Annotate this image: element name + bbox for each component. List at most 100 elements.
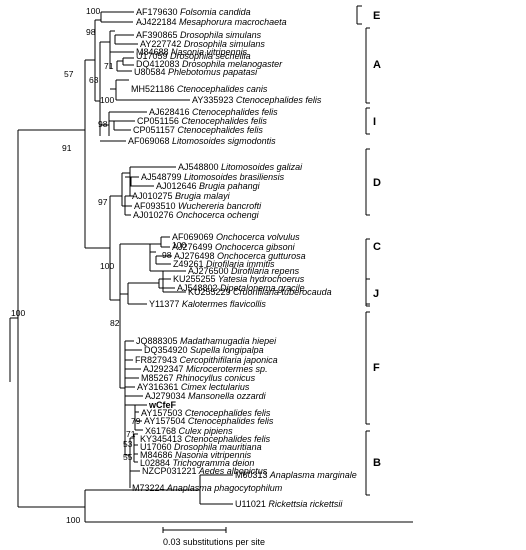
- taxon-accession: AF069068: [128, 136, 170, 146]
- taxon-label: AY157504 Ctenocephalides felis: [144, 416, 274, 426]
- taxon-species: Mesaphorura macrochaeta: [177, 17, 287, 27]
- taxon-species: Wuchereria bancrofti: [176, 201, 263, 211]
- taxon-accession: AF093510: [134, 201, 176, 211]
- taxon-accession: AY335923: [192, 95, 233, 105]
- taxon-species: Ctenocephalides felis: [182, 408, 271, 418]
- taxon-accession: U17060: [140, 442, 172, 452]
- taxon-accession: AJ279034: [145, 391, 186, 401]
- support-value: 63: [89, 75, 99, 85]
- taxon-species: Supella longipalpa: [188, 345, 264, 355]
- taxon-accession: AJ276500: [188, 266, 229, 276]
- support-value: 97: [98, 197, 108, 207]
- taxon-accession: U80584: [134, 67, 166, 77]
- group-label-c: C: [373, 241, 381, 253]
- taxon-species: Rickettsia rickettsii: [266, 499, 344, 509]
- taxon-accession: KY345413: [140, 434, 182, 444]
- support-value: 53: [123, 439, 133, 449]
- taxon-species: Anaplasma phagocytophilum: [165, 483, 283, 493]
- scale-bar-label: 0.03 substitutions per site: [163, 537, 265, 547]
- taxon-accession: KU255229: [188, 287, 231, 297]
- taxon-label: AF179630 Folsomia candida: [136, 7, 251, 17]
- taxon-label: M84688 Nasonia vitripennis: [136, 47, 248, 57]
- taxon-label: DQ354920 Supella longipalpa: [144, 345, 264, 355]
- taxon-species: Onchocerca volvulus: [214, 232, 301, 242]
- taxon-species: Ctenocephalides felis: [179, 116, 268, 126]
- taxon-species: Onchocerca gutturosa: [215, 251, 306, 261]
- taxon-accession: AJ628416: [149, 107, 190, 117]
- taxon-species: Brugia malayi: [173, 191, 231, 201]
- taxon-accession: M84688: [136, 47, 169, 57]
- taxon-species: Dirofilaria immitis: [204, 259, 276, 269]
- support-value: 98: [162, 250, 172, 260]
- taxon-label: NZCP031221 Aedes albopictus: [142, 466, 268, 476]
- taxon-species: Nasonia vitripennis: [173, 450, 252, 460]
- taxon-species: Microcerotermes sp.: [184, 364, 268, 374]
- taxon-accession: AY157504: [144, 416, 185, 426]
- taxon-species: Folsomia candida: [178, 7, 251, 17]
- group-brackets: [356, 5, 370, 496]
- taxon-accession: MH521186: [131, 84, 174, 94]
- taxon-label: wCfeF: [148, 400, 177, 410]
- support-value: 100: [11, 308, 25, 318]
- taxon-accession: wCfeF: [148, 400, 177, 410]
- taxon-label: U11021 Rickettsia rickettsii: [235, 499, 343, 509]
- taxon-species: Ctenocephalides felis: [185, 416, 274, 426]
- support-value: 57: [64, 69, 74, 79]
- taxon-accession: DQ354920: [144, 345, 188, 355]
- taxon-accession: DQ412083: [136, 59, 180, 69]
- taxon-accession: AJ548802: [177, 283, 218, 293]
- taxon-label: AJ548799 Litomosoides brasiliensis: [141, 172, 285, 182]
- taxon-label: M60313 Anaplasma marginale: [235, 470, 357, 480]
- taxon-accession: AY316361: [137, 382, 178, 392]
- taxon-label: CP051157 Ctenocephalides felis: [133, 125, 263, 135]
- taxon-label: AY335923 Ctenocephalides felis: [192, 95, 322, 105]
- taxon-label: AJ548800 Litomosoides galizai: [178, 162, 303, 172]
- taxon-accession: AJ548799: [141, 172, 182, 182]
- taxon-accession: M73224: [132, 483, 165, 493]
- taxon-accession: NZCP031221: [142, 466, 197, 476]
- taxon-species: Ctenocephalides felis: [233, 95, 322, 105]
- group-label-e: E: [373, 10, 380, 22]
- taxon-label: AF390865 Drosophila simulans: [136, 30, 262, 40]
- taxon-label: AF069068 Litomosoides sigmodontis: [128, 136, 276, 146]
- taxon-accession: M84686: [140, 450, 173, 460]
- taxon-species: Litomosoides sigmodontis: [170, 136, 277, 146]
- taxon-label: M85267 Rhinocyllus conicus: [141, 373, 256, 383]
- taxon-accession: AJ012646: [156, 181, 197, 191]
- support-value: 79: [131, 416, 141, 426]
- taxon-label: AJ276500 Dirofilaria repens: [188, 266, 300, 276]
- taxon-accession: JQ888305: [136, 336, 178, 346]
- taxon-species: Onchocerca ochengi: [174, 210, 260, 220]
- taxon-species: Cimex lectularius: [178, 382, 250, 392]
- taxon-accession: AJ292347: [143, 364, 184, 374]
- taxon-label: AJ548802 Dipetalonema gracile: [177, 283, 305, 293]
- taxon-label: AJ276499 Onchocerca gibsoni: [172, 242, 296, 252]
- taxon-label: Z49261 Dirofilaria immitis: [173, 259, 275, 269]
- support-value: 82: [110, 318, 120, 328]
- support-value: 71: [126, 429, 136, 439]
- taxon-species: Trichogramma deion: [170, 458, 254, 468]
- taxon-label: AJ010276 Onchocerca ochengi: [133, 210, 260, 220]
- taxon-accession: U17059: [136, 51, 168, 61]
- bootstrap-values: 100 98 57 63 71 100 98 91 97 100 98 100 …: [11, 6, 186, 525]
- taxon-species: Brugia pahangi: [197, 181, 261, 191]
- taxon-label: AJ010275 Brugia malayi: [132, 191, 231, 201]
- taxon-species: Nasonia vitripennis: [169, 47, 248, 57]
- taxon-label: M73224 Anaplasma phagocytophilum: [132, 483, 283, 493]
- taxon-species: Drosophila sechellia: [168, 51, 251, 61]
- taxon-accession: Y11377: [149, 299, 179, 309]
- taxon-label: AJ292347 Microcerotermes sp.: [143, 364, 268, 374]
- scale-bar: 0.03 substitutions per site: [162, 527, 265, 547]
- taxon-label: M84686 Nasonia vitripennis: [140, 450, 252, 460]
- taxon-label: U17059 Drosophila sechellia: [136, 51, 251, 61]
- taxon-accession: KU255255: [173, 274, 216, 284]
- support-value: 100: [66, 515, 80, 525]
- support-value: 55: [123, 452, 133, 462]
- taxon-label: AJ422184 Mesaphorura macrochaeta: [136, 17, 287, 27]
- taxon-accession: AJ276499: [172, 242, 213, 252]
- taxon-species: Ctenocephalides felis: [182, 434, 271, 444]
- taxon-accession: AF390865: [136, 30, 178, 40]
- taxon-label: KU255229 Cruorifilaria tuberocauda: [188, 287, 332, 297]
